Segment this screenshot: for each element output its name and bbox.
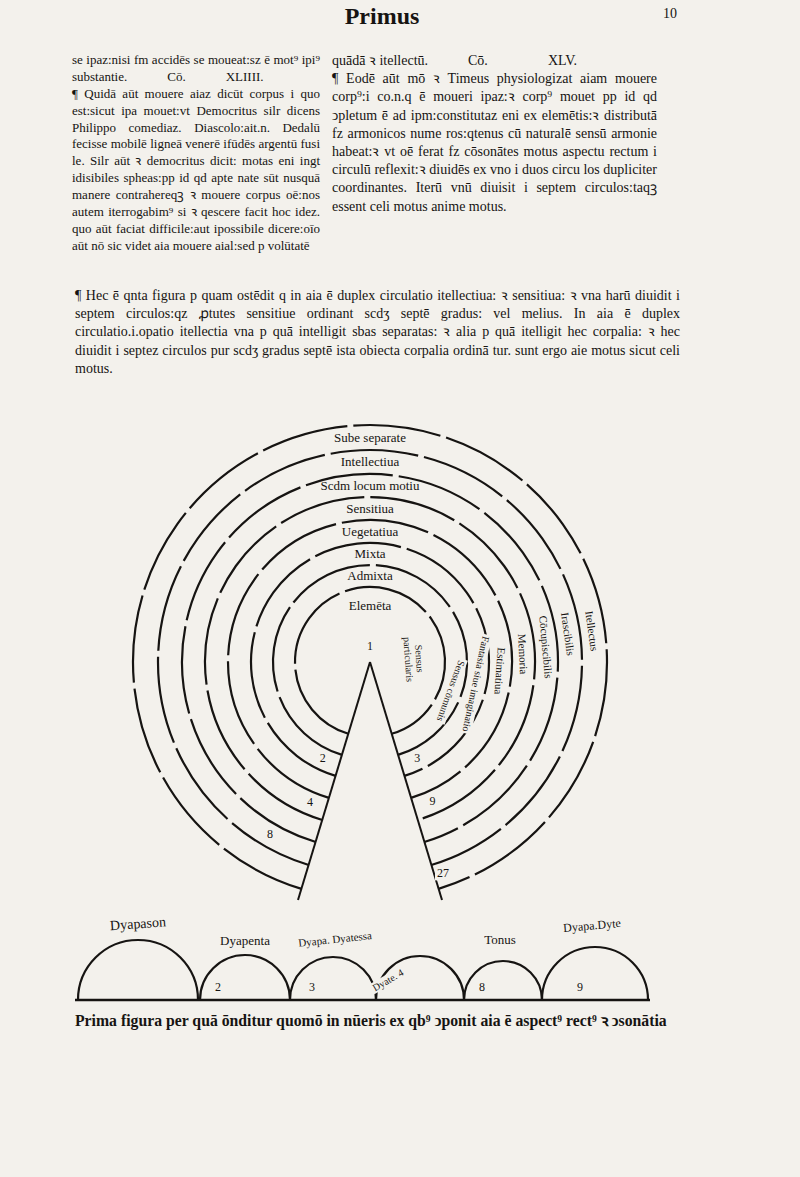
- faculty-label: Irascibilis: [559, 610, 578, 659]
- circulation-arc: [273, 565, 467, 755]
- circulation-arc: [133, 425, 607, 889]
- circulation-arc: [205, 497, 535, 820]
- comment-mark: Cō.: [167, 69, 185, 86]
- interval-label: Dyapenta: [220, 934, 270, 948]
- circle-label: Elemēta: [349, 599, 392, 613]
- comment-number: XLV.: [548, 52, 577, 70]
- circle-label: Uegetatiua: [342, 524, 398, 538]
- number-label: 8: [479, 981, 485, 994]
- faculty-label: Itellectus: [583, 608, 601, 654]
- comment-mark: Cō.: [468, 52, 488, 70]
- baseline: [75, 999, 650, 1001]
- interval-arch: [200, 955, 290, 1000]
- circle-label: Sube separate: [334, 430, 406, 444]
- body-text: ¶ Eodē aūt mō ꝛ Timeus physiologizat aia…: [332, 70, 657, 216]
- circle-label: Scdm locum motiu: [321, 478, 420, 492]
- circle-label: Admixta: [347, 569, 393, 583]
- number-label: 2: [215, 981, 221, 994]
- text-column: quādā ꝛ itellectū. Cō. XLV.¶ Eodē aūt mō ꝛ…: [332, 52, 657, 216]
- number-label: 9: [427, 796, 437, 809]
- number-label: 3: [309, 981, 315, 994]
- number-label: 27: [435, 868, 451, 881]
- circulation-arc: [158, 450, 582, 865]
- interval-label: Dyapa. Dyatessa: [298, 929, 373, 949]
- interval-label: Tonus: [484, 933, 516, 947]
- interval-label: Dyapa.Dyte: [563, 917, 622, 935]
- interval-label: Dyapason: [110, 914, 167, 933]
- body-text: se ipaz:nisi fm accidēs se moueat:sz ē m…: [72, 52, 320, 84]
- triangle-leg: [370, 662, 442, 900]
- figure-caption: Prima figura per quā ōnditur quomō in nū…: [75, 1012, 667, 1029]
- body-text: ¶ Quidā aūt mouere aiaz dicūt corpus i q…: [72, 86, 320, 255]
- number-label: 1: [367, 640, 373, 653]
- page-number: 10: [663, 6, 677, 21]
- number-label: 9: [577, 981, 583, 994]
- circulation-arc: [251, 543, 489, 776]
- faculty-label: Estimatiua: [492, 645, 508, 697]
- triangle-leg: [298, 662, 370, 900]
- interval-arch: [78, 940, 198, 1000]
- number-label: 8: [265, 829, 275, 842]
- interval-arch: [290, 957, 376, 1000]
- interval-arch: [464, 961, 542, 1000]
- circulation-arc: [182, 474, 558, 842]
- faculty-label: Sensus particularis: [401, 625, 428, 692]
- number-label: 4: [305, 797, 315, 810]
- comment-number: XLIIII.: [226, 69, 264, 86]
- interval-arch: [542, 947, 648, 1000]
- circle-label: Mixta: [354, 547, 385, 561]
- circle-label: Sensitiua: [346, 501, 394, 515]
- faculty-label: Memoria: [516, 632, 530, 677]
- circulation-arc: [295, 587, 445, 734]
- text-column: se ipaz:nisi fm accidēs se moueat:sz ē m…: [72, 52, 320, 255]
- figure-description: ¶ Hec ē qnta figura p quam ostēdit q in …: [75, 288, 680, 376]
- number-label: 2: [318, 752, 328, 765]
- circulation-arc: [228, 520, 512, 798]
- running-head: Primus: [345, 3, 420, 29]
- body-text: quādā ꝛ itellectū.: [332, 53, 428, 68]
- text-column: ¶ Hec ē qnta figura p quam ostēdit q in …: [75, 287, 680, 378]
- number-label: 3: [412, 752, 422, 765]
- faculty-label: Cōcupiscibilis: [537, 613, 555, 681]
- circle-label: Intellectiua: [341, 455, 399, 469]
